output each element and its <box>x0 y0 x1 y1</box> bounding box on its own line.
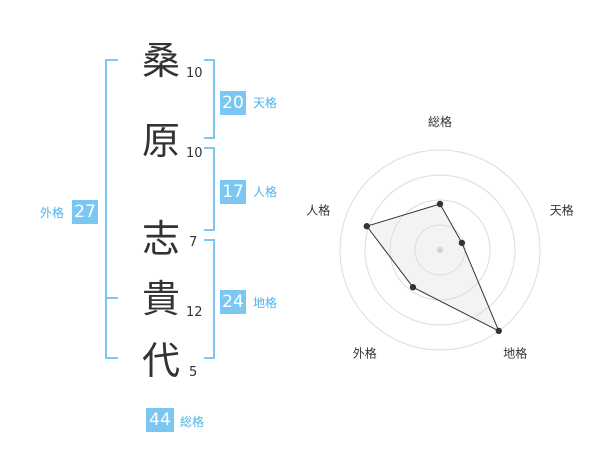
stroke-count-3: 7 <box>189 235 198 250</box>
soukaku-label: 総格 <box>180 415 205 429</box>
radar-axis-label-3: 地格 <box>503 346 527 361</box>
jinkaku-badge: 17 <box>220 180 246 204</box>
radar-polygon <box>365 203 500 332</box>
name-char-1: 桑 <box>142 39 181 83</box>
tenkaku-label: 天格 <box>253 96 278 110</box>
radar-point-5 <box>363 223 370 230</box>
name-char-5: 代 <box>142 339 181 383</box>
radar-axis-label-4: 外格 <box>353 346 377 361</box>
radar-center-dot <box>437 247 443 253</box>
stroke-count-1: 10 <box>186 66 203 81</box>
chikaku-badge: 24 <box>220 290 246 314</box>
stroke-count-2: 10 <box>186 146 203 161</box>
tenkaku-badge: 20 <box>220 91 246 115</box>
stroke-count-4: 12 <box>186 305 203 320</box>
radar-axis-label-2: 天格 <box>550 202 574 217</box>
name-char-4: 貴 <box>142 277 181 321</box>
jinkaku-label: 人格 <box>253 185 278 199</box>
gaikaku-label: 外格 <box>40 206 65 220</box>
radar-point-3 <box>495 327 502 335</box>
name-char-2: 原 <box>142 119 181 163</box>
radar-point-4 <box>409 284 417 291</box>
radar-ring <box>339 149 541 351</box>
radar-point-1 <box>436 200 444 208</box>
radar-axis-label-1: 総格 <box>428 114 452 129</box>
soukaku-badge: 44 <box>146 408 174 432</box>
radar-ring <box>364 174 516 326</box>
stroke-count-5: 5 <box>189 365 198 380</box>
chikaku-label: 地格 <box>253 296 278 310</box>
gaikaku-badge: 27 <box>72 200 98 224</box>
radar-point-2 <box>458 239 466 247</box>
name-char-3: 志 <box>142 217 181 261</box>
radar-axis-label-5: 人格 <box>306 202 330 217</box>
radar-ring <box>389 199 491 301</box>
